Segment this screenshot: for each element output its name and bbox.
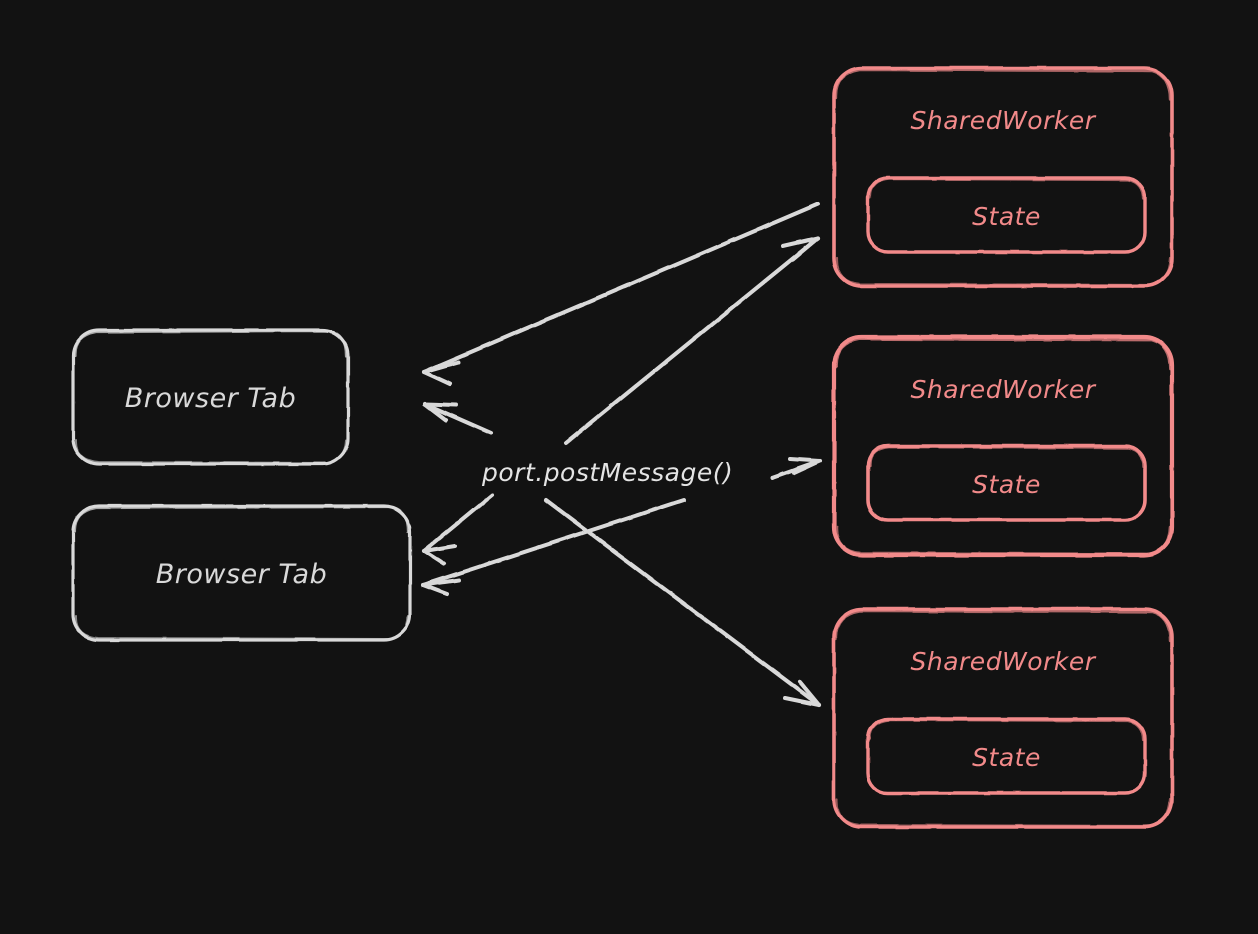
arrow-worker3-to-tab2: [421, 498, 686, 596]
shared-worker-3-box[interactable]: [832, 607, 1174, 829]
shared-worker-3-title: SharedWorker: [910, 647, 1096, 676]
shared-worker-2-state-box[interactable]: [866, 444, 1147, 522]
arrow-hub-to-worker3: [544, 498, 821, 707]
shared-worker-2-box[interactable]: [831, 334, 1175, 558]
arrow-hub-to-worker1: [564, 236, 820, 445]
shared-worker-3-state-box[interactable]: [866, 717, 1147, 795]
browser-tab-1-label: Browser Tab: [124, 383, 297, 414]
arrow-hub-to-tab2: [422, 493, 494, 566]
arrow-hub-to-worker2: [770, 457, 822, 480]
shared-worker-3-state-label: State: [972, 743, 1041, 772]
port-postmessage-label: port.postMessage(): [482, 458, 734, 487]
arrow-worker1-to-tab1: [422, 202, 820, 386]
browser-tab-2-box[interactable]: [71, 504, 412, 642]
shared-worker-1-box[interactable]: [832, 66, 1174, 288]
browser-tab-2-label: Browser Tab: [155, 559, 328, 590]
arrow-hub-to-tab1: [423, 402, 493, 435]
shared-worker-2-state-label: State: [972, 470, 1041, 499]
shared-worker-1-title: SharedWorker: [910, 106, 1096, 135]
shared-worker-1-state-label: State: [972, 202, 1041, 231]
shared-worker-2-title: SharedWorker: [910, 375, 1096, 404]
shared-worker-1-state-box[interactable]: [866, 176, 1147, 254]
browser-tab-1-box[interactable]: [71, 328, 350, 466]
